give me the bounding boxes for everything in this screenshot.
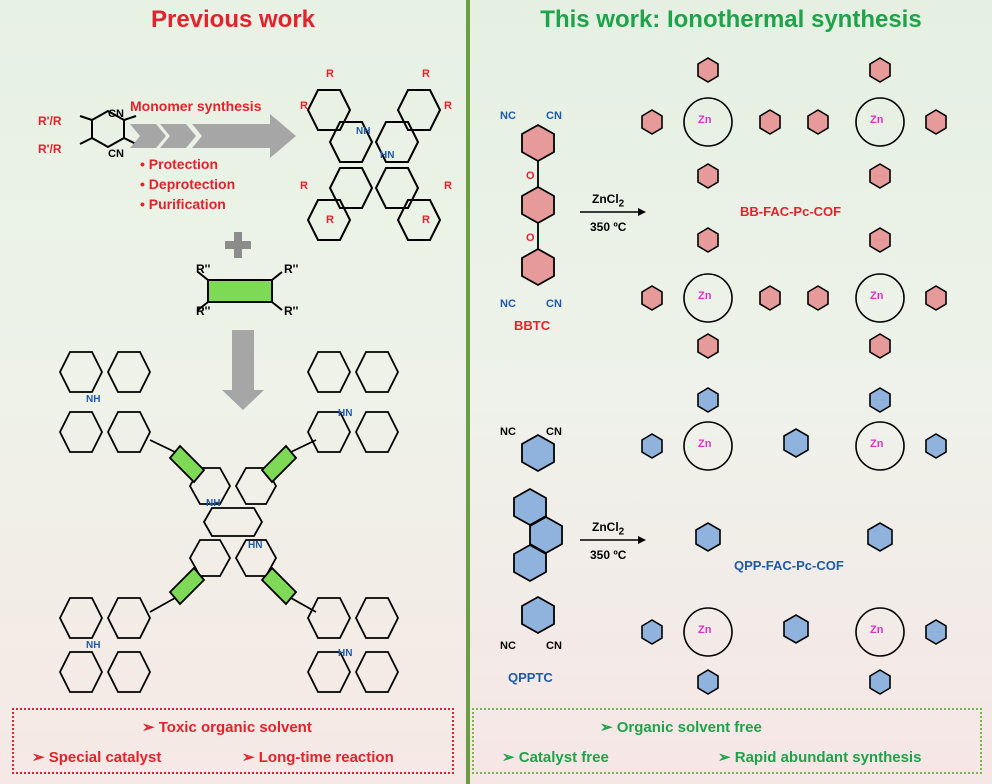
monomer-synthesis-label: Monomer synthesis <box>130 98 262 114</box>
step-2: • Deprotection <box>140 176 236 192</box>
zn-8: Zn <box>870 624 884 636</box>
pc-cof-assembly <box>58 351 400 693</box>
drawback-2: ➢ Special catalyst <box>32 749 162 766</box>
zn-6: Zn <box>870 438 884 450</box>
br-hn: HN <box>338 648 353 659</box>
substituent-top: R'/R <box>38 114 62 128</box>
this-work-title: This work: Ionothermal synthesis <box>540 6 922 33</box>
zn-4: Zn <box>870 290 884 302</box>
down-arrow-icon <box>222 330 264 410</box>
r-label-7: R <box>326 214 334 226</box>
qpptc-label: QPPTC <box>508 670 553 685</box>
r-label-8: R <box>422 214 430 226</box>
bl-nh: NH <box>86 640 101 651</box>
bbtc-structure <box>521 123 555 287</box>
panel-divider <box>466 0 470 784</box>
qpptc-cn-top: CN <box>546 426 562 438</box>
bbtc-nc-top: NC <box>500 110 516 122</box>
step-1: • Protection <box>140 156 219 172</box>
bbtc-label: BBTC <box>514 318 551 333</box>
center-hn: HN <box>248 540 263 551</box>
bbtc-nc-bottom: NC <box>500 298 516 310</box>
linker-r-3: R'' <box>196 304 211 318</box>
linker-block <box>197 271 283 311</box>
synthesis-arrow <box>130 114 296 158</box>
reaction-arrow-2 <box>580 536 646 544</box>
zn-5: Zn <box>698 438 712 450</box>
cn-label-top: CN <box>108 108 124 120</box>
phthalonitrile-precursor <box>79 109 137 149</box>
advantage-2: ➢ Catalyst free <box>502 749 609 766</box>
advantages-box: ➢ Organic solvent free ➢ Catalyst free ➢… <box>472 708 982 774</box>
reagent-2: ZnCl2 <box>592 520 625 538</box>
qpptc-cn-bottom: CN <box>546 640 562 652</box>
bb-fac-pc-cof-structure <box>641 57 947 359</box>
step-3: • Purification <box>140 196 226 212</box>
drawback-3: ➢ Long-time reaction <box>242 749 394 766</box>
drawback-1: ➢ Toxic organic solvent <box>142 719 312 736</box>
phthalocyanine-monomer <box>306 89 442 241</box>
r-label-3: R <box>300 100 308 112</box>
qpptc-nc-bottom: NC <box>500 640 516 652</box>
advantage-1: ➢ Organic solvent free <box>600 719 762 736</box>
previous-work-panel: Previous work <box>0 0 466 784</box>
conditions-1: 350 ºC <box>590 220 627 234</box>
bbtc-cn-bottom: CN <box>546 298 562 310</box>
r-label-2: R <box>422 68 430 80</box>
zn-3: Zn <box>698 290 712 302</box>
qpp-fac-pc-cof-structure <box>641 387 947 695</box>
r-label-5: R <box>300 180 308 192</box>
bbtc-o-1: O <box>526 170 535 182</box>
center-nh: NH <box>206 498 221 509</box>
substituent-bottom: R'/R <box>38 142 62 156</box>
drawbacks-box: ➢ Toxic organic solvent ➢ Special cataly… <box>12 708 454 774</box>
r-label-1: R <box>326 68 334 80</box>
bb-fac-pc-cof-label: BB-FAC-Pc-COF <box>740 204 842 219</box>
advantage-3: ➢ Rapid abundant synthesis <box>718 749 922 766</box>
nh-label: NH <box>356 126 371 137</box>
tr-hn: HN <box>338 408 353 419</box>
plus-icon <box>225 232 251 258</box>
zn-2: Zn <box>870 114 884 126</box>
bbtc-o-2: O <box>526 232 535 244</box>
conditions-2: 350 ºC <box>590 548 627 562</box>
linker-r-1: R'' <box>196 262 211 276</box>
reagent-1: ZnCl2 <box>592 192 625 210</box>
linker-r-4: R'' <box>284 304 299 318</box>
r-label-4: R <box>444 100 452 112</box>
tl-nh: NH <box>86 394 101 405</box>
qpptc-nc-top: NC <box>500 426 516 438</box>
previous-work-title: Previous work <box>150 6 316 33</box>
this-work-scheme <box>513 57 947 695</box>
hn-label: HN <box>380 150 395 161</box>
bbtc-cn-top: CN <box>546 110 562 122</box>
linker-r-2: R'' <box>284 262 299 276</box>
r-label-6: R <box>444 180 452 192</box>
zn-7: Zn <box>698 624 712 636</box>
qpp-fac-pc-cof-label: QPP-FAC-Pc-COF <box>734 558 844 573</box>
previous-work-scheme <box>58 89 442 693</box>
reaction-arrow-1 <box>580 208 646 216</box>
zn-1: Zn <box>698 114 712 126</box>
this-work-panel: This work: Ionothermal synthesis <box>470 0 992 784</box>
qpptc-structure <box>513 433 563 635</box>
cn-label-bottom: CN <box>108 148 124 160</box>
